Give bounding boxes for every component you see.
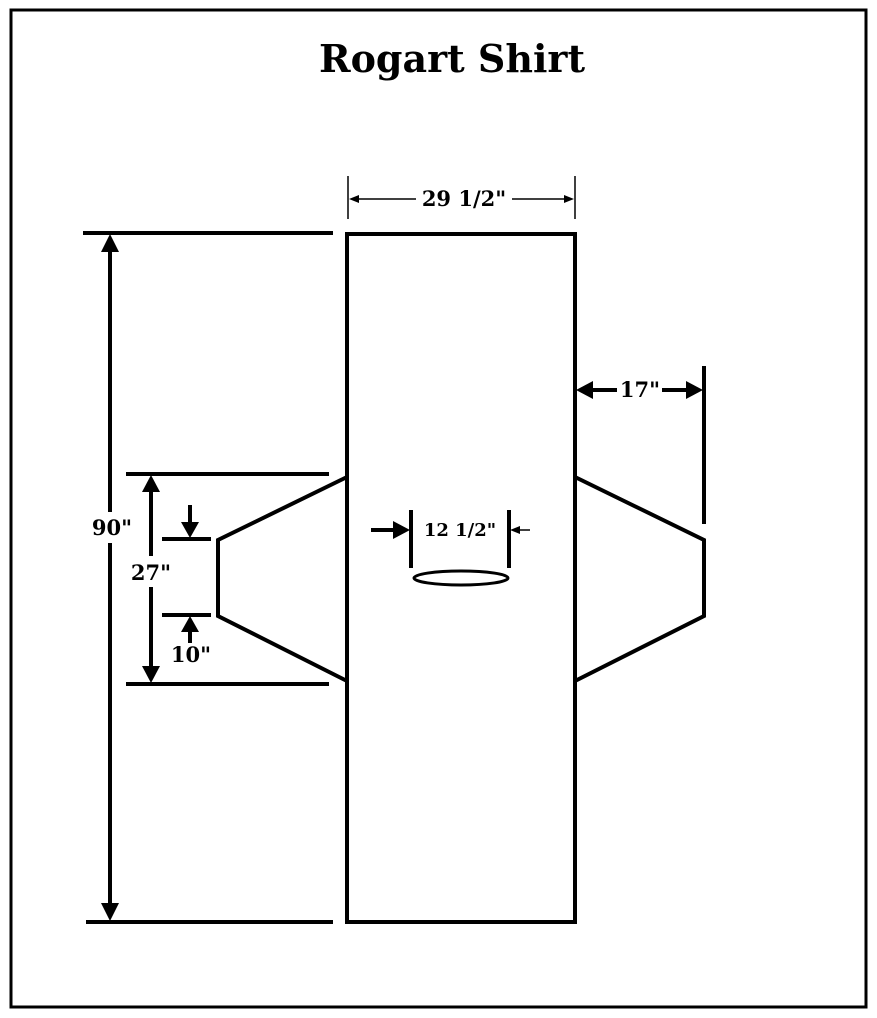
diagram-title: Rogart Shirt bbox=[319, 36, 585, 81]
sleeve-join-dimension: 27" bbox=[126, 472, 329, 686]
body-width-label: 29 1/2" bbox=[422, 186, 506, 211]
neck-opening-label: 12 1/2" bbox=[424, 520, 496, 541]
sleeve-length-label: 17" bbox=[620, 377, 660, 402]
sleeve-length-dimension: 17" bbox=[576, 366, 706, 524]
shirt-body-panel bbox=[345, 232, 577, 924]
neck-opening-dimension: 12 1/2" bbox=[371, 510, 530, 568]
right-sleeve bbox=[574, 475, 706, 683]
body-width-dimension: 29 1/2" bbox=[347, 176, 576, 219]
left-sleeve bbox=[216, 475, 348, 683]
cuff-dimension: 10" bbox=[162, 505, 211, 667]
diagram-frame bbox=[9, 8, 868, 1009]
body-length-dimension: 90" bbox=[83, 231, 333, 924]
sleeve-join-label: 27" bbox=[131, 560, 171, 585]
neck-opening bbox=[412, 569, 510, 587]
cuff-label: 10" bbox=[171, 642, 211, 667]
body-length-label: 90" bbox=[92, 515, 132, 540]
